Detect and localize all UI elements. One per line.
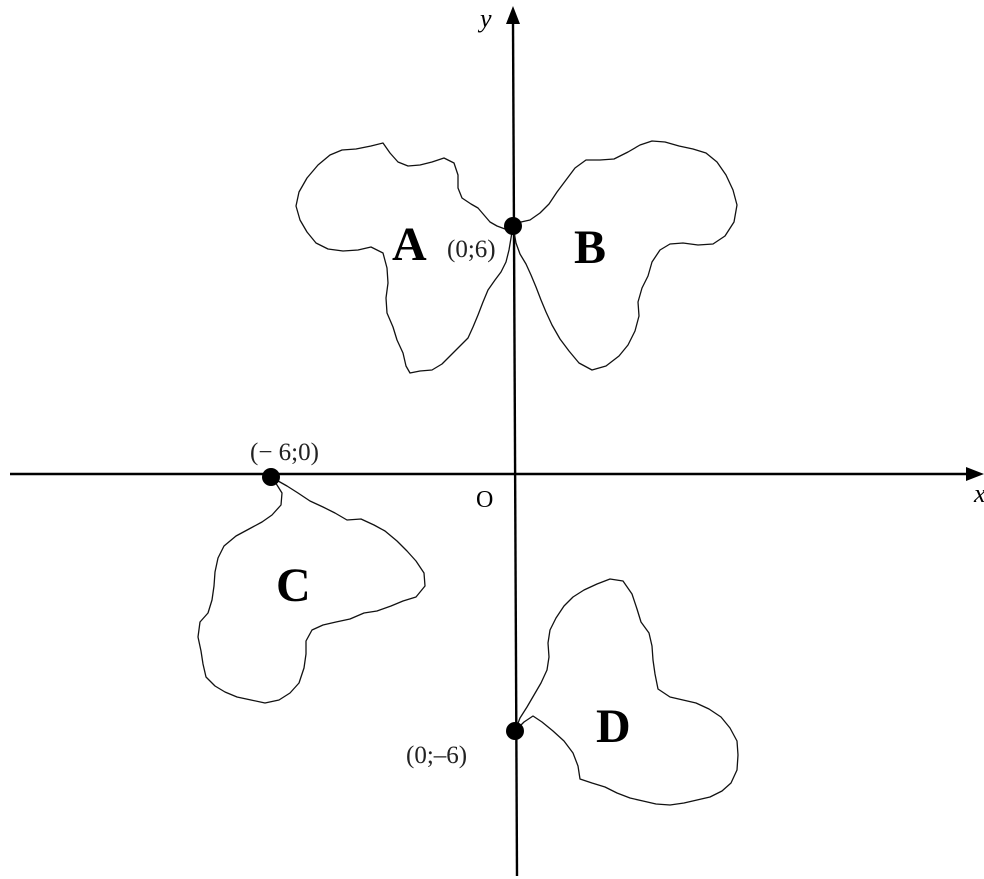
point-neg6-0-label: (− 6;0) (250, 439, 319, 466)
point-0-neg6-marker (506, 722, 524, 740)
point-0-6-marker (504, 217, 522, 235)
y-axis-label: y (477, 4, 492, 33)
y-axis (511, 21, 519, 877)
point-0-neg6-label: (0;–6) (406, 742, 467, 769)
y-axis-arrowhead (506, 6, 520, 24)
shape-d-outline (514, 578, 739, 806)
shape-a-label: A (392, 218, 427, 271)
shape-c-label: C (276, 559, 311, 612)
x-axis-arrowhead (966, 467, 984, 481)
shape-b-label: B (574, 221, 606, 274)
point-0-6-label: (0;6) (447, 236, 496, 263)
shape-b-outline (512, 140, 738, 371)
origin-label: O (476, 487, 493, 513)
x-axis-label: x (973, 479, 984, 508)
shape-d-label: D (596, 700, 631, 753)
shape-a-outline (295, 142, 514, 374)
point-neg6-0-marker (262, 468, 280, 486)
shape-c-outline (197, 476, 426, 704)
